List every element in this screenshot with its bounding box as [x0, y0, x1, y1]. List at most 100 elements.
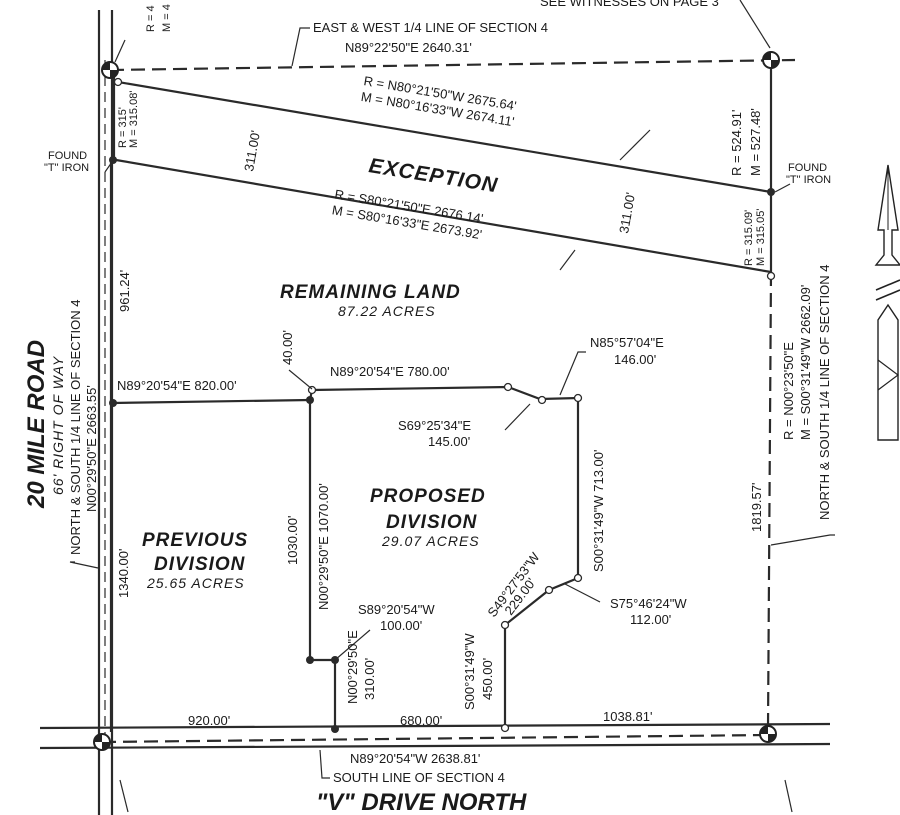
proposed-s-bearing: S00°31'49"W — [462, 633, 477, 710]
quarter-line-label: EAST & WEST 1/4 LINE OF SECTION 4 — [313, 20, 548, 35]
leader-line — [291, 27, 310, 67]
proposed-west-dim: 1030.00' — [285, 516, 300, 565]
south-dim-mid: 680.00' — [400, 713, 442, 728]
iron-marker — [306, 396, 314, 404]
east-west-quarter-line — [109, 58, 796, 72]
south-section-line — [101, 733, 769, 744]
node — [573, 393, 583, 403]
leader-line — [119, 779, 129, 813]
leader-line — [619, 129, 651, 161]
south-line-bearing: N89°20'54"W 2638.81' — [350, 751, 480, 766]
proposed-jog-bearing: S89°20'54"W — [358, 602, 435, 617]
proposed-division-west-line — [308, 400, 337, 729]
exception-west-dim: 311.00' — [241, 129, 263, 172]
top-left-m-partial: M = 4 — [161, 4, 173, 32]
node — [113, 77, 123, 87]
node — [500, 620, 510, 630]
exception-south-line — [115, 158, 772, 274]
section-corner-icon — [759, 725, 777, 743]
leader-line — [319, 749, 330, 779]
node — [573, 573, 583, 583]
proposed-label-2: DIVISION — [386, 512, 478, 533]
found-iron-east-line2: "T" IRON — [786, 174, 831, 186]
previous-label-1: PREVIOUS — [142, 530, 248, 551]
east-quarter-label: NORTH & SOUTH 1/4 LINE OF SECTION 4 — [817, 265, 832, 520]
section-corner-icon — [762, 51, 780, 69]
previous-label-2: DIVISION — [154, 554, 246, 575]
proposed-north-course: N89°20'54"E 780.00' — [330, 364, 450, 379]
remaining-land-label: REMAINING LAND — [280, 282, 461, 303]
proposed-acres: 29.07 ACRES — [381, 533, 480, 549]
east-line-dim: 1819.57' — [749, 483, 764, 532]
found-iron-east-line1: FOUND — [788, 162, 827, 174]
iron-marker — [767, 188, 775, 196]
leader-line — [559, 249, 576, 271]
exception-east-m: M = 315.05' — [755, 209, 767, 266]
found-iron-west-line2: "T" IRON — [44, 162, 89, 174]
previous-acres: 25.65 ACRES — [146, 575, 245, 591]
proposed-se1-bearing: S69°25'34"E — [398, 418, 471, 433]
proposed-se2-bearing: S75°46'24"W — [610, 596, 687, 611]
iron-marker — [306, 656, 314, 664]
proposed-west-course: N00°29'50"E 1070.00' — [316, 483, 331, 610]
proposed-se1-dist: 145.00' — [428, 434, 470, 449]
found-iron-west-line1: FOUND — [48, 150, 87, 162]
top-left-r-partial: R = 4 — [145, 5, 157, 32]
proposed-ne1-dist: 146.00' — [614, 352, 656, 367]
section-corner-icon — [101, 61, 119, 79]
east-line-r: R = N00°23'50"E — [781, 342, 796, 440]
south-road-edge-bottom — [39, 742, 831, 750]
proposed-s-dist: 450.00' — [480, 658, 495, 700]
previous-west-lower: 1340.00' — [116, 549, 131, 598]
leader-line — [559, 351, 586, 396]
remaining-land-acres: 87.22 ACRES — [338, 303, 436, 319]
north-arrow-icon — [874, 164, 900, 441]
proposed-east-course: S00°31'49"W 713.00' — [591, 450, 606, 572]
proposed-ne1-bearing: N85°57'04"E — [590, 335, 664, 350]
iron-marker — [331, 725, 339, 733]
iron-marker — [109, 156, 117, 164]
leader-line — [739, 0, 771, 49]
section-corner-icon — [93, 733, 111, 751]
previous-division-north-line — [111, 398, 311, 405]
leader-line — [504, 403, 531, 431]
south-dim-east: 1038.81' — [603, 709, 652, 724]
quarter-line-bearing: N89°22'50"E 2640.31' — [345, 40, 472, 55]
south-dim-west: 920.00' — [188, 713, 230, 728]
leader-line — [774, 183, 791, 193]
proposed-jog-dist: 100.00' — [380, 618, 422, 633]
leader-line — [334, 629, 371, 661]
exception-label: EXCEPTION — [367, 154, 499, 197]
node — [766, 271, 776, 281]
west-quarter-label: NORTH & SOUTH 1/4 LINE OF SECTION 4 — [68, 300, 83, 555]
east-quarter-line — [766, 271, 773, 729]
leader-line — [114, 39, 126, 63]
leader-line — [69, 561, 99, 569]
previous-west-upper: 961.24' — [117, 270, 132, 312]
proposed-jog2-bearing: N00°29'50"E — [345, 630, 360, 704]
west-road-row: 66' RIGHT OF WAY — [50, 355, 66, 495]
exception-west-r: R = 315' — [117, 107, 129, 148]
leader-line — [564, 583, 601, 603]
south-road-name: "V" DRIVE NORTH — [316, 789, 527, 815]
proposed-se2-dist: 112.00' — [630, 612, 671, 627]
previous-north-course: N89°20'54"E 820.00' — [117, 378, 237, 393]
leader-line — [770, 534, 835, 546]
top-partial-text: SEE WITNESSES ON PAGE 3 — [540, 0, 719, 9]
south-line-label: SOUTH LINE OF SECTION 4 — [333, 770, 505, 785]
exception-west-m: M = 315.08' — [128, 91, 140, 148]
proposed-jog2-dist: 310.00' — [362, 658, 377, 700]
leader-line — [784, 779, 793, 813]
proposed-tie-dim: 40.00' — [280, 330, 295, 365]
node — [503, 382, 513, 392]
node — [544, 585, 554, 595]
node — [500, 723, 510, 733]
node — [537, 395, 547, 405]
exception-ne-m: M = 527.48' — [748, 108, 763, 176]
exception-ne-r: R = 524.91' — [729, 110, 744, 176]
iron-marker — [109, 399, 117, 407]
west-quarter-bearing: N00°29'50"E 2663.55' — [84, 385, 99, 512]
exception-east-r: R = 315.09' — [743, 210, 755, 266]
east-line-m: M = S00°31'49"W 2662.09' — [798, 285, 813, 440]
